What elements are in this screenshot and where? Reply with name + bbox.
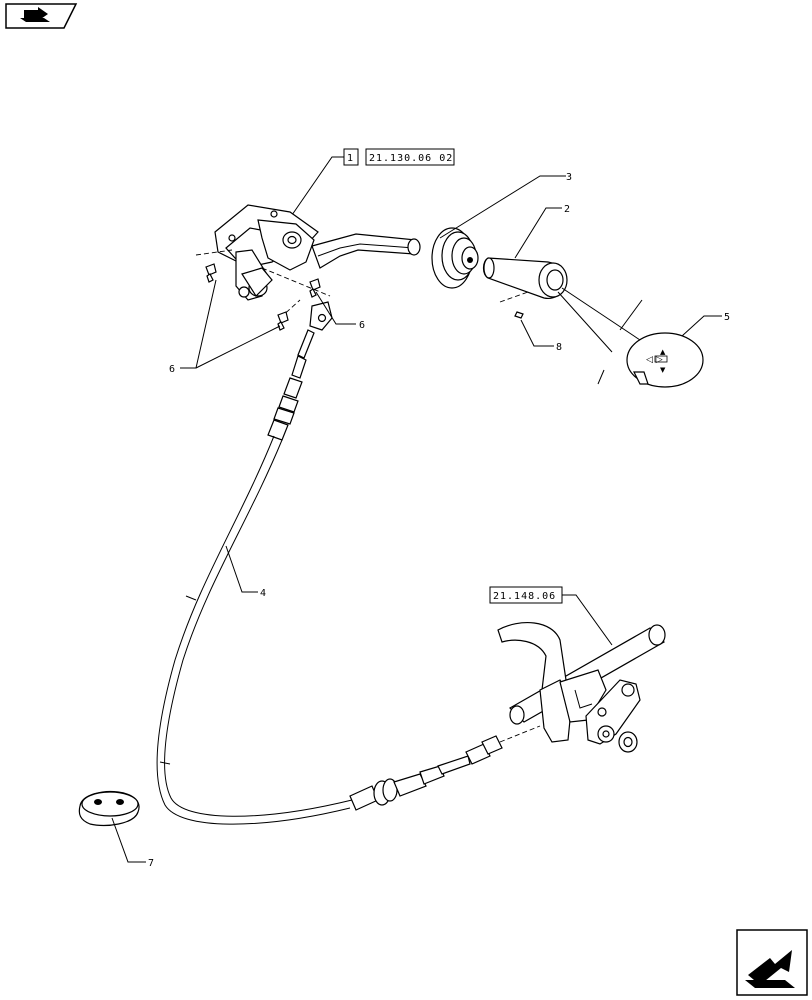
callout-2: 2 — [564, 204, 570, 215]
callout-8: 8 — [556, 342, 562, 353]
pin-dash — [499, 291, 529, 303]
leader-8 — [520, 319, 554, 347]
screw-6-a — [205, 263, 217, 283]
shift-lever-assembly — [195, 204, 421, 331]
shift-fork-assembly — [497, 622, 666, 753]
leader-7 — [111, 817, 146, 863]
svg-text:▼: ▼ — [660, 366, 666, 374]
callout-5: 5 — [724, 312, 730, 323]
ref-code-a: 21.130.06 02 — [369, 153, 453, 164]
leader-6-right — [315, 291, 356, 325]
leader-5 — [681, 315, 722, 337]
leader-ref-a — [282, 156, 344, 229]
view-line-c — [619, 299, 643, 331]
gear-lever-knob — [482, 257, 568, 299]
ref-code-b: 21.148.06 — [493, 591, 556, 602]
leader-4 — [225, 545, 258, 593]
leader-2 — [514, 207, 562, 259]
rubber-boot — [431, 227, 479, 289]
previous-section-icon[interactable] — [5, 3, 78, 29]
ref-item-number: 1 — [347, 153, 354, 164]
view-line-d — [597, 369, 605, 385]
callout-7: 7 — [148, 858, 154, 869]
svg-text:▲: ▲ — [660, 348, 666, 356]
reference-box-shift-fork[interactable]: 21.148.06 — [489, 586, 563, 604]
reference-box-shift-lever[interactable]: 1 21.130.06 02 — [343, 148, 455, 166]
leader-6-left-a — [180, 279, 217, 369]
shift-cable — [156, 329, 541, 825]
shift-pattern-decal: ◁ ▷ ▲ ▼ — [626, 332, 704, 388]
pin-8 — [514, 311, 524, 319]
leader-6-left-b — [195, 325, 281, 369]
callout-3: 3 — [566, 172, 572, 183]
leader-3 — [439, 175, 566, 239]
svg-text:◁ ▷: ◁ ▷ — [646, 355, 663, 365]
next-section-icon[interactable] — [736, 929, 808, 996]
callout-6-left: 6 — [169, 364, 175, 375]
callout-6-right: 6 — [359, 320, 365, 331]
leader-ref-b — [562, 594, 613, 646]
callout-4: 4 — [260, 588, 266, 599]
grommet-7 — [78, 790, 140, 827]
view-line-b — [557, 291, 613, 353]
screw-6-c — [277, 311, 289, 331]
screw-6-b — [309, 278, 321, 298]
view-line-a — [561, 287, 641, 341]
